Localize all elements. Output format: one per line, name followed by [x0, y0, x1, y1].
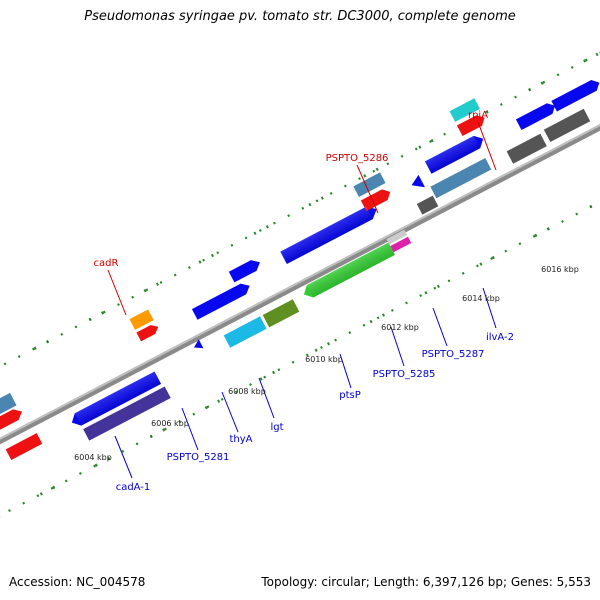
gene-shading [74, 135, 481, 426]
forward-genes [0, 77, 600, 434]
gene-arrow[interactable] [416, 195, 439, 215]
scale-tick-label: 6016 kbp [541, 265, 579, 274]
gene-label-cadR[interactable]: cadR [94, 258, 119, 269]
gene-arrow[interactable] [543, 108, 591, 143]
gene-label-lgt[interactable]: lgt [270, 422, 283, 433]
gene-label-pspto-5286[interactable]: PSPTO_5286 [326, 153, 389, 164]
gene-arrow[interactable] [360, 187, 393, 212]
gene-arrow[interactable] [449, 98, 480, 122]
scale-tick-label: 6014 kbp [462, 294, 500, 303]
gene-arrow[interactable] [5, 433, 43, 460]
scale-tick-label: 6008 kbp [228, 387, 266, 396]
scale-tick-label: 6010 kbp [305, 355, 343, 364]
scale-tick-label: 6012 kbp [381, 323, 419, 332]
gene-label-pspto-5285[interactable]: PSPTO_5285 [373, 369, 436, 380]
gene-label-cadA-1[interactable]: cadA-1 [116, 482, 151, 493]
gene-arrow[interactable] [430, 157, 492, 199]
gene-label-rpiA[interactable]: rpiA [468, 110, 488, 121]
gene-arrow[interactable] [0, 392, 17, 422]
gene-arrow[interactable] [506, 133, 547, 164]
gene-arrow[interactable] [136, 322, 160, 342]
gene-arrow[interactable] [223, 316, 267, 348]
gene-arrow[interactable] [262, 299, 300, 328]
map-title: Pseudomonas syringae pv. tomato str. DC3… [84, 9, 516, 24]
gene-arrow[interactable] [192, 339, 204, 352]
reverse-genes [5, 108, 591, 460]
gene-arrow[interactable] [0, 406, 25, 434]
gene-label-thyA[interactable]: thyA [229, 434, 252, 445]
scale-tick-label: 6006 kbp [151, 419, 189, 428]
gene-arrow[interactable] [456, 112, 487, 137]
gene-arrow[interactable] [191, 280, 253, 320]
topology-text: Topology: circular; Length: 6,397,126 bp… [261, 575, 591, 589]
gene-arrow[interactable] [409, 174, 425, 193]
gene-label-ilvA-2[interactable]: ilvA-2 [486, 332, 514, 343]
gene-arrow[interactable] [551, 77, 600, 112]
inner-dash-row [0, 66, 600, 579]
gene-label-pspto-5287[interactable]: PSPTO_5287 [422, 349, 485, 360]
inner-dot-row [0, 67, 600, 579]
gene-arrow[interactable] [515, 100, 558, 131]
gene-arrow[interactable] [353, 172, 386, 197]
gene-arrow[interactable] [228, 257, 263, 283]
gene-arrow[interactable] [386, 229, 408, 245]
genome-backbone [0, 6, 600, 522]
gene-arrow[interactable] [83, 386, 171, 441]
gene-label-pspto-5281[interactable]: PSPTO_5281 [167, 452, 230, 463]
reverse-leaders [114, 287, 497, 479]
forward-leaders [107, 121, 497, 316]
accession-text: Accession: NC_004578 [9, 575, 146, 589]
scale-tick-label: 6004 kbp [74, 453, 112, 462]
gene-label-ptsP[interactable]: ptsP [339, 390, 361, 401]
gene-arrow[interactable] [129, 309, 154, 330]
gene-arrow[interactable] [390, 236, 412, 253]
